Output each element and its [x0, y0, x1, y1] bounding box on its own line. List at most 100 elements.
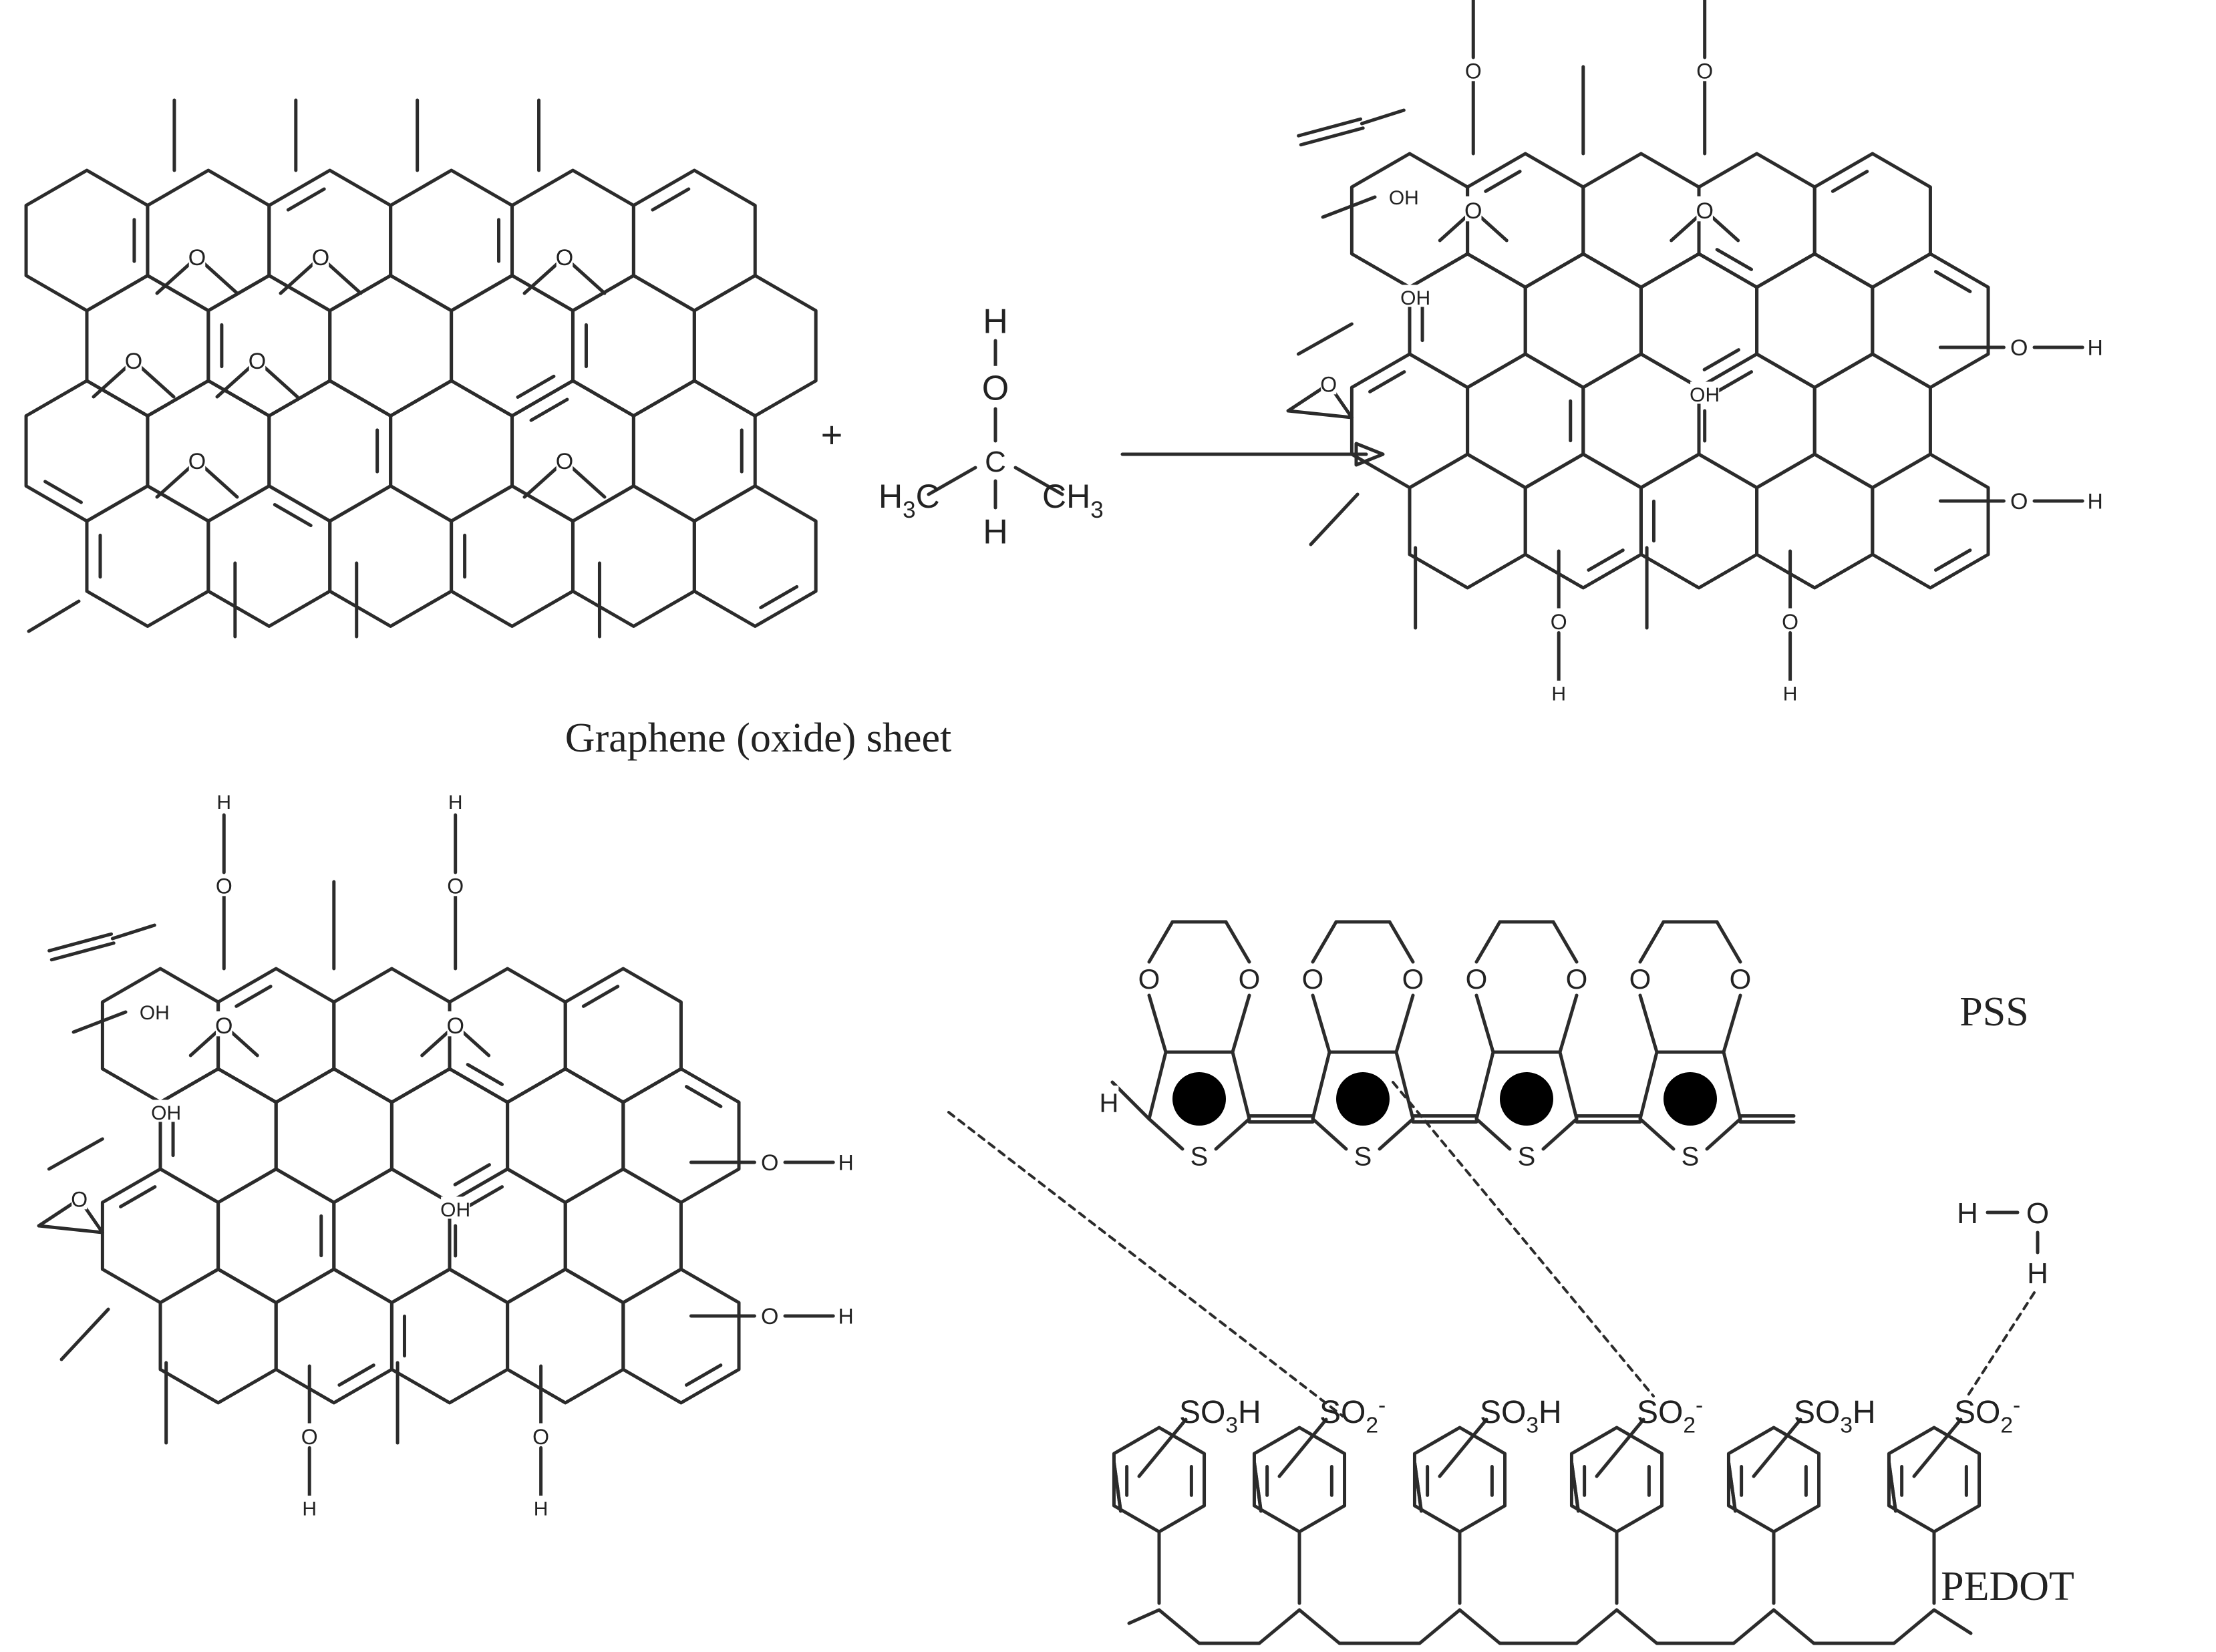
- double-bond: [759, 585, 799, 609]
- label-mask: [1466, 961, 1487, 993]
- oxygen-atom: O: [1466, 963, 1488, 995]
- aromatic-circle: [1500, 1072, 1553, 1126]
- sulfonic-acid-group: SO3H: [1179, 1395, 1261, 1438]
- double-bond: [1484, 170, 1522, 193]
- thiophene-ring: [1147, 1050, 1251, 1121]
- oxygen-atom: O: [1402, 963, 1424, 995]
- label-mask: [249, 346, 266, 372]
- hexagon-ring: [621, 1267, 741, 1405]
- methyl-bond: [1296, 322, 1354, 356]
- double-bond: [529, 397, 569, 422]
- sulfonic-acid-group: SO3H: [1480, 1395, 1562, 1438]
- label-mask: [1517, 1139, 1537, 1169]
- label-mask: [985, 442, 1006, 476]
- bond: [110, 923, 156, 941]
- label-mask: [1302, 961, 1323, 993]
- label-mask: [1401, 285, 1430, 307]
- aromatic-circle: [1172, 1072, 1226, 1126]
- double-bond: [1831, 170, 1869, 193]
- hydroxyl-oxygen: O: [1782, 610, 1798, 634]
- label-mask: [1551, 680, 1567, 703]
- label-mask: [1465, 196, 1482, 222]
- label-mask: [1138, 961, 1160, 993]
- label-mask: [1099, 1086, 1119, 1116]
- epoxide-oxygen: O: [249, 349, 266, 374]
- bond: [1147, 993, 1168, 1054]
- bond: [1541, 1117, 1579, 1151]
- hexagon-ring: [692, 484, 818, 628]
- bond: [1474, 1117, 1512, 1151]
- bond: [1311, 1117, 1348, 1151]
- vinyl-double-bond: [49, 941, 116, 962]
- hydroxyl-oxygen: O: [216, 874, 232, 898]
- hydroxyl-group: OH: [140, 1002, 170, 1024]
- epoxide-oxygen: O: [188, 449, 206, 474]
- label-mask: [188, 446, 206, 472]
- label-mask: [1629, 961, 1651, 993]
- bond: [1311, 920, 1338, 964]
- label-mask: [2087, 334, 2103, 358]
- carbon-atom: C: [985, 446, 1006, 478]
- bond: [927, 466, 977, 496]
- vinyl-double-bond: [1299, 126, 1365, 147]
- bond: [1722, 993, 1742, 1054]
- aromatic-inner-bond: [1887, 1460, 1897, 1513]
- aromatic-inner-bond: [1412, 1460, 1423, 1513]
- bond: [1551, 920, 1579, 964]
- label-mask: [448, 872, 464, 896]
- bond: [1638, 1117, 1676, 1151]
- bond: [1147, 1117, 1184, 1151]
- pss-label: PSS: [1959, 989, 2028, 1035]
- hydroxyl-oxygen: O: [532, 1425, 549, 1449]
- hydroxyl-hydrogen: H: [448, 792, 463, 814]
- label-mask: [71, 1186, 88, 1210]
- label-mask: [1680, 1139, 1700, 1169]
- bond: [1378, 1117, 1415, 1151]
- label-mask: [2010, 333, 2028, 359]
- label-mask: [1782, 608, 1798, 632]
- polymer-backbone: [1127, 1608, 1973, 1645]
- label-mask: [533, 1423, 549, 1447]
- thiophene-ring: [1474, 1050, 1579, 1121]
- bond: [1752, 1418, 1802, 1478]
- hydroxyl-oxygen: O: [761, 1304, 778, 1329]
- bond: [1388, 920, 1415, 964]
- hydrogen-bond-lines: [947, 1081, 2036, 1418]
- double-bond: [651, 187, 691, 212]
- label-mask: [2027, 1194, 2048, 1227]
- hydrogen-bond: [1966, 1291, 2036, 1397]
- methyl-group-right: CH3: [1042, 478, 1104, 523]
- bond: [1214, 1117, 1251, 1151]
- hydroxyl-group: OH: [151, 1102, 181, 1124]
- hydroxyl-group: OH: [1690, 384, 1720, 406]
- hydroxyl-hydrogen: H: [302, 1498, 317, 1520]
- sulfur-atom: S: [1354, 1142, 1372, 1171]
- oxygen-atom: O: [1239, 963, 1261, 995]
- bond: [1147, 920, 1174, 964]
- label-mask: [556, 446, 573, 472]
- label-mask: [1782, 680, 1798, 703]
- double-bond: [1934, 548, 1972, 572]
- label-mask: [1321, 371, 1337, 395]
- oxygen-atom: O: [1629, 963, 1651, 995]
- hydroxyl-hydrogen: H: [2088, 490, 2103, 514]
- label-mask: [216, 872, 232, 896]
- double-bond: [234, 985, 273, 1008]
- hydroxyl-hydrogen: H: [1783, 683, 1798, 705]
- bond: [1137, 1418, 1188, 1478]
- bond: [1438, 1418, 1488, 1478]
- methyl-bond: [59, 1307, 110, 1361]
- hydrogen-atom: H: [983, 303, 1008, 341]
- epoxide-oxygen: O: [1464, 198, 1482, 224]
- label-mask: [1239, 961, 1260, 993]
- label-mask: [761, 1148, 778, 1174]
- bond: [1224, 920, 1251, 964]
- oxygen-atom: O: [1566, 963, 1588, 995]
- oxygen-atom: O: [1730, 963, 1752, 995]
- label-mask: [1696, 196, 1713, 222]
- double-bond: [43, 480, 83, 504]
- graphene-sheet-caption: Graphene (oxide) sheet: [565, 715, 951, 761]
